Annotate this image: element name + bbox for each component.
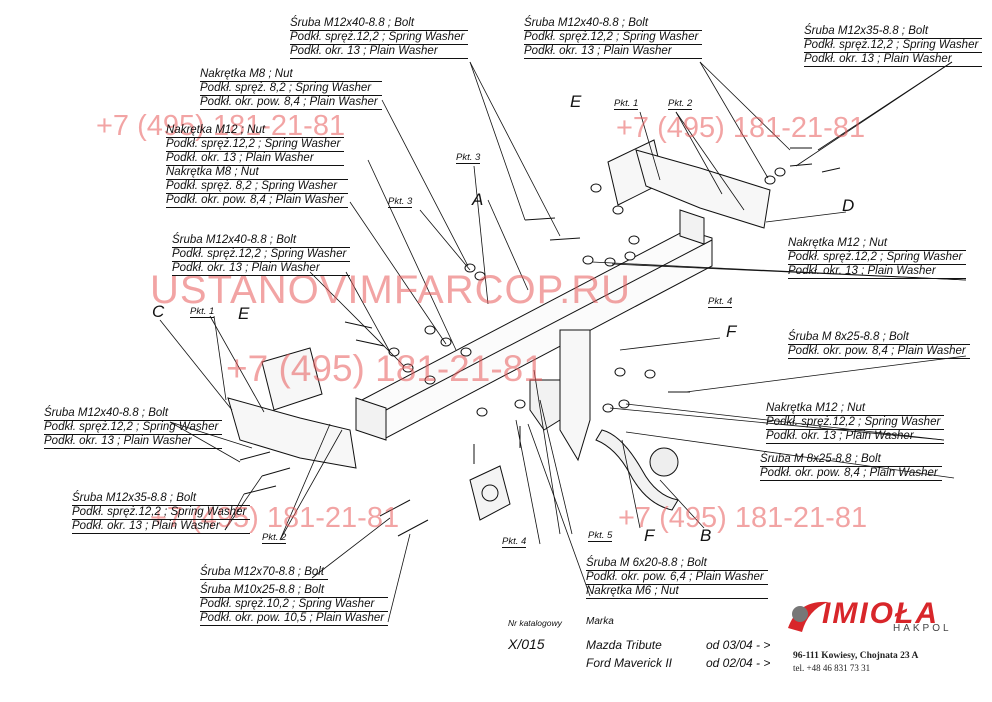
- bracket-c: [227, 397, 357, 469]
- part-letter: F: [726, 322, 737, 341]
- part-letter: E: [238, 304, 250, 323]
- pkt-label: Pkt. 2: [262, 532, 287, 544]
- watermark-phone: +7 (495) 181-21-81: [618, 502, 868, 534]
- catalog-number: X/015: [508, 636, 545, 652]
- crossbar-end-plate-left: [355, 397, 387, 441]
- pkt-label: Pkt. 4: [502, 536, 527, 548]
- bracket-e-left: [261, 347, 323, 411]
- part-letter: A: [472, 190, 484, 209]
- brand-logo-name: IMIOŁA: [822, 597, 939, 630]
- pkt-label: Pkt. 3: [456, 152, 481, 164]
- vehicle-from: od 03/04 - >: [706, 638, 771, 652]
- washers-and-nuts: [388, 167, 786, 417]
- part-letter: B: [700, 526, 712, 545]
- vehicle-name: Ford Maverick II: [586, 656, 673, 670]
- vehicle-name: Mazda Tribute: [586, 638, 662, 652]
- bolts: [239, 147, 841, 537]
- drop-plate: [559, 329, 591, 462]
- brand-logo-sub: HAKPOL: [893, 623, 952, 634]
- logo-ball-icon: [792, 606, 808, 622]
- catalog-marka-label: Marka: [586, 616, 614, 627]
- pkt-label: Pkt. 4: [708, 296, 733, 308]
- leader-lines: [159, 61, 967, 623]
- brand-address: 96-111 Kowiesy, Chojnata 23 A: [793, 651, 919, 661]
- callout-label: Śruba M12x70-8.8 ; Bolt: [200, 566, 329, 580]
- pkt-label: Pkt. 3: [388, 196, 413, 208]
- watermark-phone: +7 (495) 181-21-81: [226, 348, 544, 389]
- watermark-phone: +7 (495) 181-21-81: [96, 110, 346, 142]
- part-letter: C: [152, 302, 165, 321]
- watermark-phone: +7 (495) 181-21-81: [150, 502, 400, 534]
- bracket-d: [635, 149, 771, 229]
- crossbar-end-plate-right: [679, 209, 705, 245]
- ball-neck: [595, 429, 679, 511]
- brand-tel: tel. +48 46 831 73 31: [793, 663, 871, 673]
- catalog-nr-label: Nr katalogowy: [508, 618, 562, 628]
- pkt-label: Pkt. 5: [588, 530, 613, 542]
- pkt-label: Pkt. 2: [668, 98, 693, 110]
- tow-ball: [649, 447, 679, 477]
- part-letter: F: [644, 526, 655, 545]
- pkt-label: Pkt. 1: [614, 98, 639, 110]
- part-letter: E: [570, 92, 582, 111]
- socket-plate: [469, 465, 511, 521]
- part-letter: D: [842, 196, 855, 215]
- vehicle-from: od 02/04 - >: [706, 656, 771, 670]
- watermark-phone: +7 (495) 181-21-81: [616, 112, 866, 144]
- pkt-label: Pkt. 1: [190, 306, 215, 318]
- logo-swoosh-icon: [788, 601, 828, 632]
